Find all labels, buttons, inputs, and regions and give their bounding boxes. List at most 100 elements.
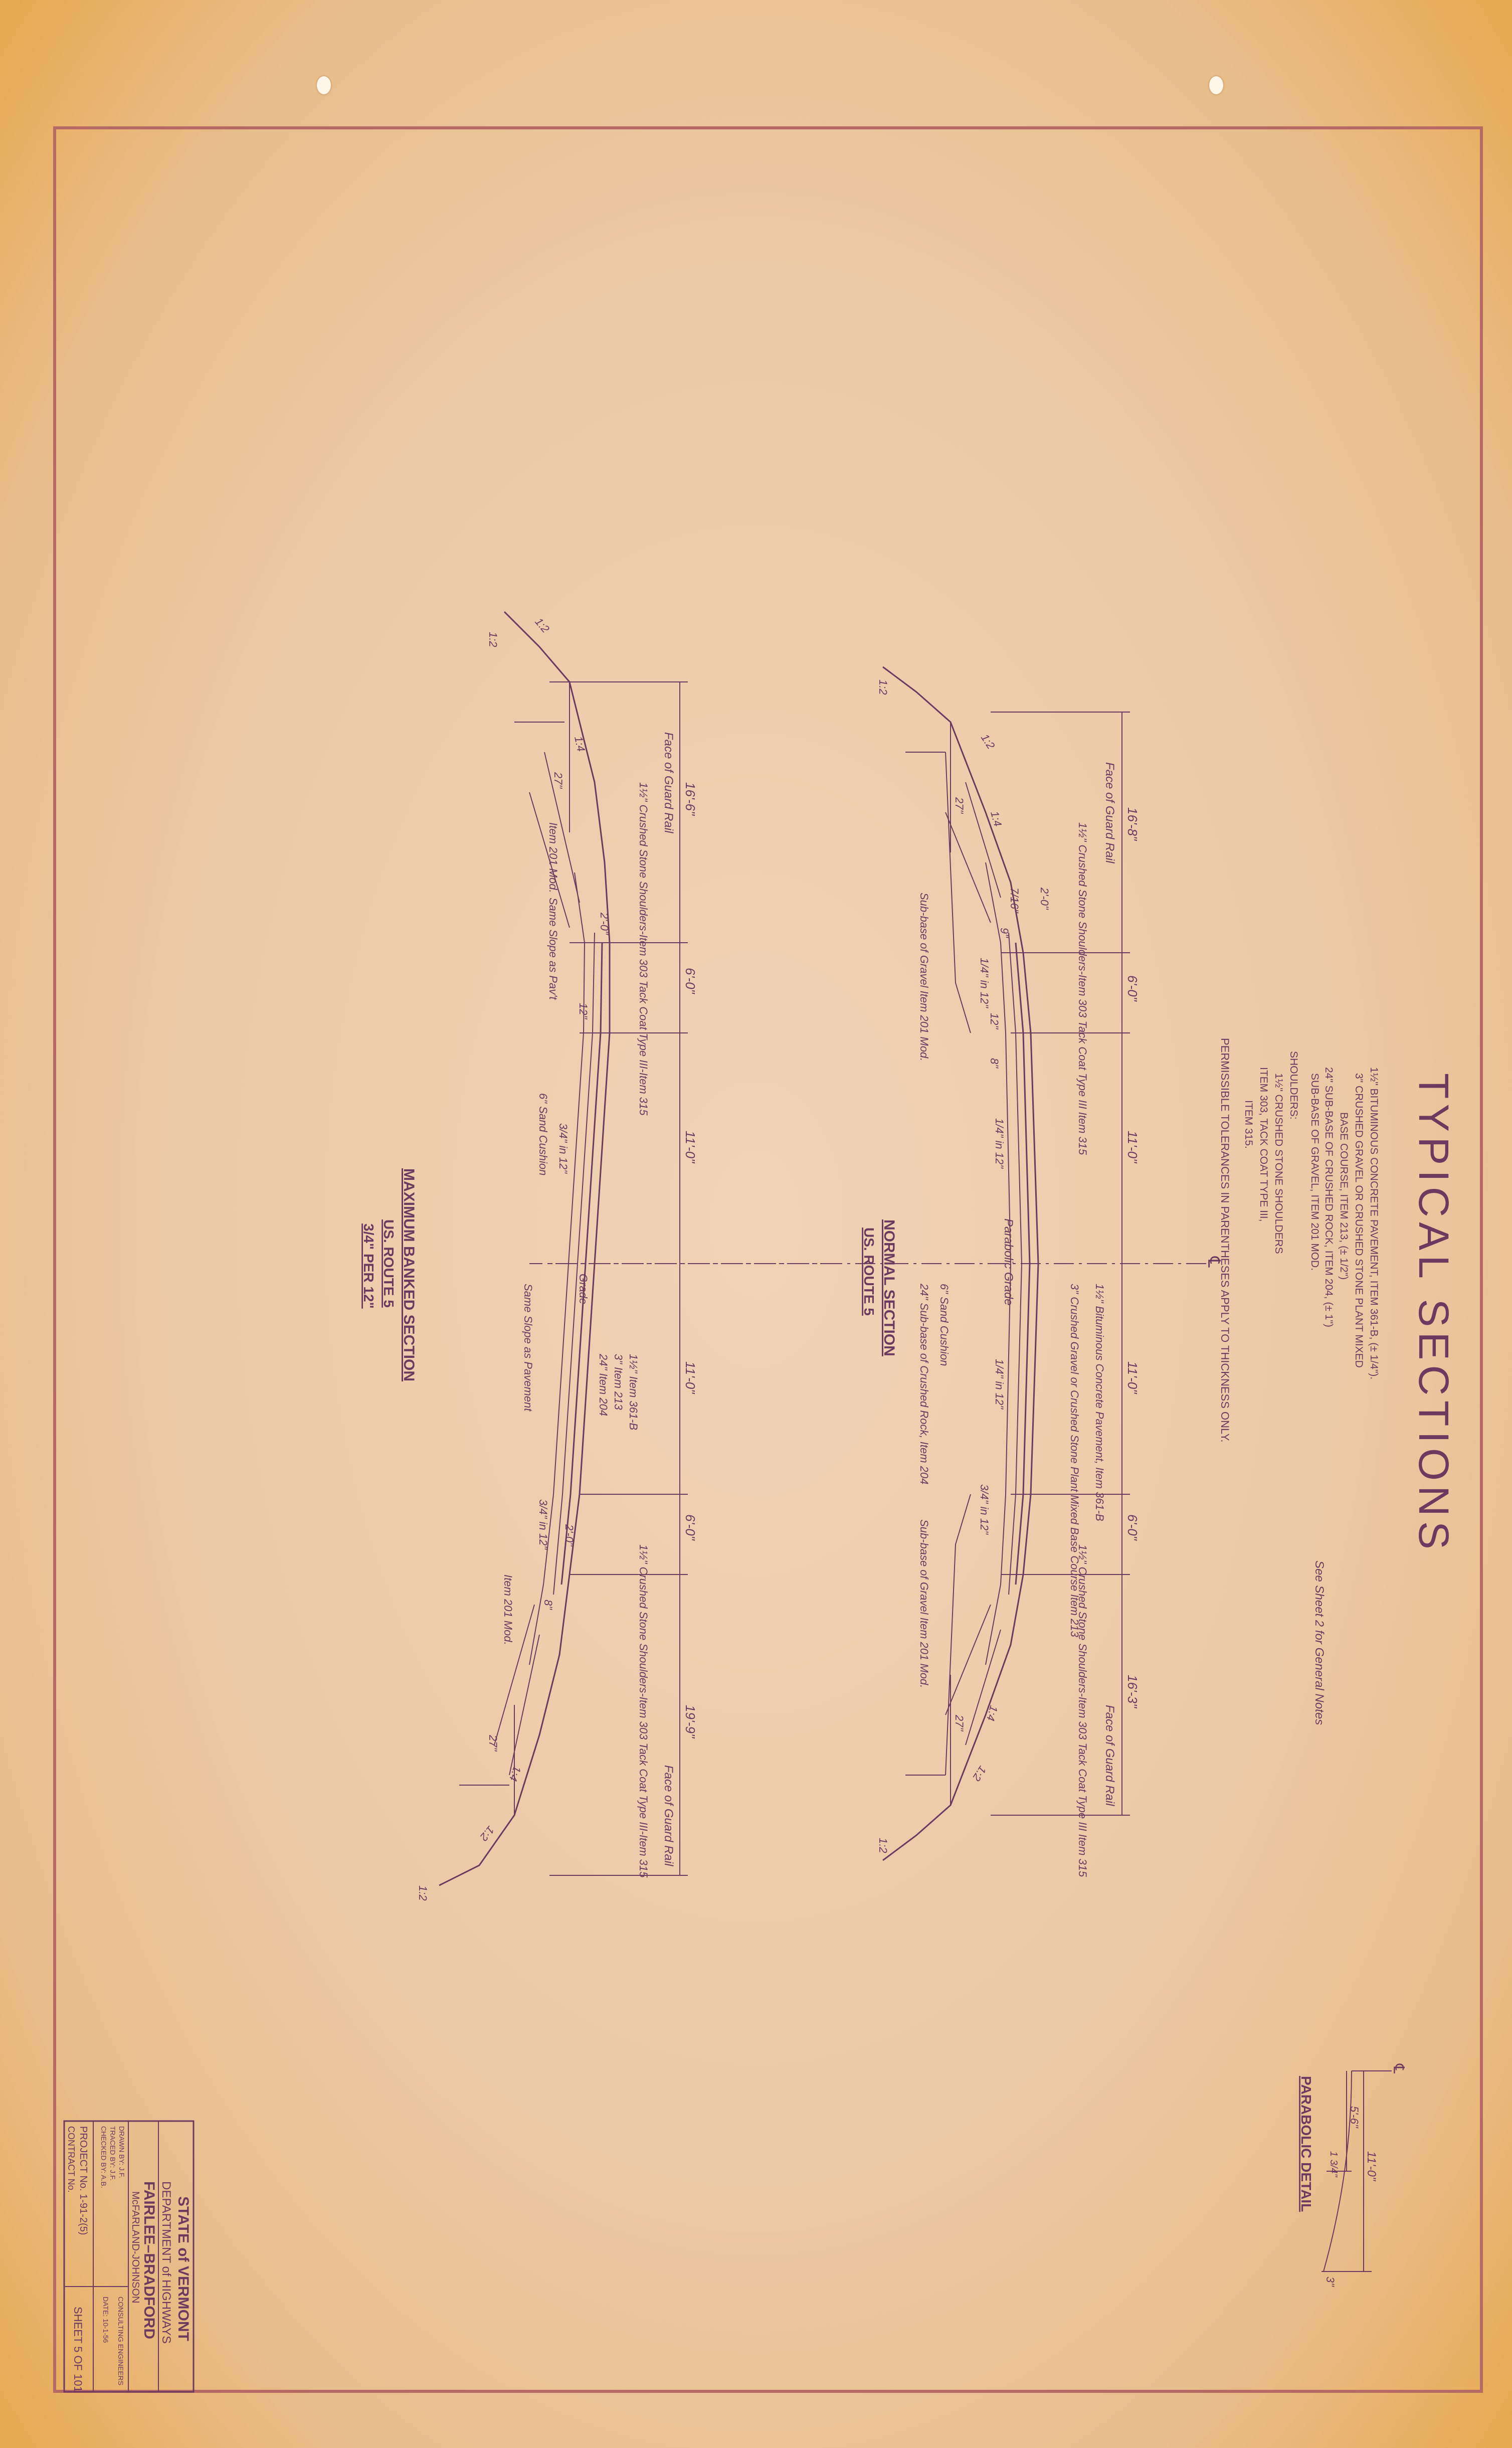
dimension: 19'-9": [683, 1705, 698, 1739]
dimension-label: 12": [988, 1013, 1001, 1029]
title-block-department: DEPARTMENT of HIGHWAYS: [159, 2181, 173, 2344]
general-notes-reference: See Sheet 2 for General Notes: [1312, 1560, 1326, 1725]
dimension-label: 12": [577, 1003, 590, 1019]
note-line: 24" SUB-BASE OF CRUSHED ROCK, ITEM 204, …: [1323, 1067, 1335, 1327]
slope-label: 1:2: [979, 732, 998, 751]
centerline-symbol: ℄: [1204, 1256, 1223, 1268]
slope-label: 1:4: [572, 735, 588, 753]
pavement-note: 1½" Item 361-B: [627, 1354, 640, 1430]
dimension-label: 8": [542, 1600, 554, 1610]
slope-label: 1/4" in 12": [993, 1118, 1006, 1169]
note-line: 1½" BITUMINOUS CONCRETE PAVEMENT, ITEM 3…: [1368, 1067, 1380, 1379]
dimension-label: 2'-0": [598, 912, 611, 935]
face-of-guard-rail-right: Face of Guard Rail: [662, 1765, 675, 1866]
centerline-symbol: ℄: [1390, 2063, 1407, 2074]
pavement-note: 1½" Bituminous Concrete Pavement, Item 3…: [1093, 1284, 1106, 1521]
parabolic-detail: ℄ 11'-0" 5'-6" 3" 1 3/4" PARABOLIC DETAI…: [1298, 2063, 1407, 2287]
dimension: 3": [1324, 2277, 1337, 2287]
dimension-label: 9": [998, 928, 1011, 938]
base-course-note: 3" Crushed Gravel or Crushed Stone Plant…: [1068, 1284, 1081, 1638]
face-of-guard-rail-right: Face of Guard Rail: [1103, 1705, 1116, 1806]
subbase-gravel-note-left: Sub-base of Gravel Item 201 Mod.: [918, 893, 930, 1061]
detail-title: PARABOLIC DETAIL: [1298, 2076, 1314, 2212]
title-block-project-number: PROJECT No. 1-91-2(5): [78, 2126, 89, 2235]
title-block-sheet-number: SHEET 5 OF 101: [72, 2307, 84, 2392]
item-201-note-left: Item 201 Mod.: [547, 822, 559, 893]
banked-section: 16'-6" 6'-0" 11'-0" 11'-0" 6'-0" 19'-9" …: [361, 611, 698, 1901]
note-line: ITEM 315.: [1243, 1100, 1254, 1149]
dimension-label: 27": [953, 797, 966, 814]
subbase-gravel-note-right: Sub-base of Gravel Item 201 Mod.: [918, 1519, 930, 1688]
slope-label: 1:2: [417, 1885, 429, 1901]
tolerance-note: PERMISSIBLE TOLERANCES IN PARENTHESES AP…: [1219, 1038, 1231, 1443]
slope-label: 1:2: [877, 679, 889, 695]
slope-label: 1:4: [984, 1704, 1000, 1722]
title-block-project-name: FAIRLEE–BRADFORD: [141, 2181, 157, 2339]
note-line: SUB-BASE OF GRAVEL, ITEM 201 MOD.: [1309, 1073, 1320, 1271]
title-block-engineers-sub: CONSULTING ENGINEERS: [117, 2297, 125, 2385]
slope-label: 1:2: [487, 632, 499, 647]
dimension: 6'-0": [683, 968, 698, 995]
slope-label: 1:2: [478, 1824, 497, 1844]
note-line: ITEM 303, TACK COAT TYPE III,: [1258, 1067, 1269, 1221]
slope-label: 1/4" in 12": [978, 958, 991, 1008]
dimension-label: 8": [988, 1058, 1001, 1069]
slope-label: 1:2: [877, 1838, 889, 1853]
sheet-title: TYPICAL SECTIONS: [1410, 1073, 1457, 1554]
title-block-date: DATE: 10-1-56: [102, 2297, 110, 2343]
section-subtitle: US. ROUTE 5: [861, 1228, 877, 1316]
note-line: SHOULDERS:: [1288, 1051, 1299, 1120]
dimension: 11'-0": [683, 1361, 698, 1394]
shoulder-note-left: 1½" Crushed Stone Shoulders-Item 303 Tac…: [637, 782, 650, 1116]
sand-cushion-note: 6" Sand Cushion: [537, 1093, 549, 1175]
dimension-label: 2'-0": [1038, 887, 1051, 910]
section-title: MAXIMUM BANKED SECTION: [401, 1168, 417, 1381]
section-subtitle: US. ROUTE 5: [381, 1219, 397, 1308]
slope-label: 3/4" in 12": [557, 1123, 570, 1174]
face-of-guard-rail-left: Face of Guard Rail: [662, 732, 675, 833]
dimension: 6'-0": [1125, 1514, 1140, 1541]
dimension: 11'-0": [1125, 1131, 1140, 1164]
punch-hole: [317, 76, 331, 94]
face-of-guard-rail-left: Face of Guard Rail: [1103, 762, 1116, 863]
same-slope-note: Same Slope as Pav't: [547, 898, 559, 1000]
punch-hole: [1209, 76, 1223, 94]
item-201-note-right: Item 201 Mod.: [502, 1575, 514, 1645]
dimension: 6'-0": [683, 1514, 698, 1541]
slope-label: 1:2: [532, 615, 552, 635]
title-block-drawn: DRAWN BY: J.F.: [118, 2126, 126, 2178]
dimension: 1 3/4": [1328, 2151, 1339, 2177]
base-course-note: 3" Item 213: [612, 1354, 625, 1411]
dimension-label: 27": [552, 772, 564, 789]
centerlines: ℄: [529, 1256, 1223, 1268]
title-block-engineers: McFARLAND-JOHNSON: [130, 2191, 141, 2303]
title-block: STATE of VERMONT DEPARTMENT of HIGHWAYS …: [63, 2120, 195, 2393]
general-notes: 1½" BITUMINOUS CONCRETE PAVEMENT, ITEM 3…: [1219, 1038, 1380, 1725]
note-line: 3" CRUSHED GRAVEL OR CRUSHED STONE PLANT…: [1353, 1073, 1365, 1368]
dimension-label: 27": [487, 1734, 499, 1752]
slope-label: 3/4" in 12": [537, 1499, 549, 1550]
dimension: 6'-0": [1125, 975, 1140, 1002]
note-line: 1½" CRUSHED STONE SHOULDERS: [1273, 1073, 1284, 1254]
slope-label: 3/4" in 12": [978, 1484, 991, 1535]
normal-section: 16'-8" 6'-0" 11'-0" 11'-0" 6'-0" 16'-3" …: [861, 666, 1140, 1877]
dimension-label: 7/16": [1008, 888, 1021, 914]
dimension: 11'-0": [1365, 2151, 1378, 2182]
shoulder-note-right: 1½" Crushed Stone Shoulders-Item 303 Tac…: [637, 1544, 650, 1878]
shoulder-note-left: 1½" Crushed Stone Shoulders-Item 303 Tac…: [1076, 822, 1089, 1155]
slope-label: 1:4: [507, 1764, 524, 1783]
title-block-contract-number: CONTRACT No.: [66, 2126, 76, 2193]
slope-label: 1/4" in 12": [993, 1359, 1006, 1410]
dimension: 11'-0": [1125, 1361, 1140, 1394]
note-line: BASE COURSE, ITEM 213, (± 1/2"): [1338, 1112, 1350, 1280]
dimension: 16'-8": [1125, 807, 1140, 841]
title-block-traced: TRACED BY: J.F.: [109, 2126, 117, 2181]
grade-note: Grade: [577, 1274, 590, 1304]
dimension: 5'-6": [1348, 2106, 1361, 2129]
shoulder-note-right: 1½" Crushed Stone Shoulders-Item 303 Tac…: [1076, 1544, 1089, 1877]
title-block-checked: CHECKED BY: A.B.: [100, 2126, 108, 2188]
